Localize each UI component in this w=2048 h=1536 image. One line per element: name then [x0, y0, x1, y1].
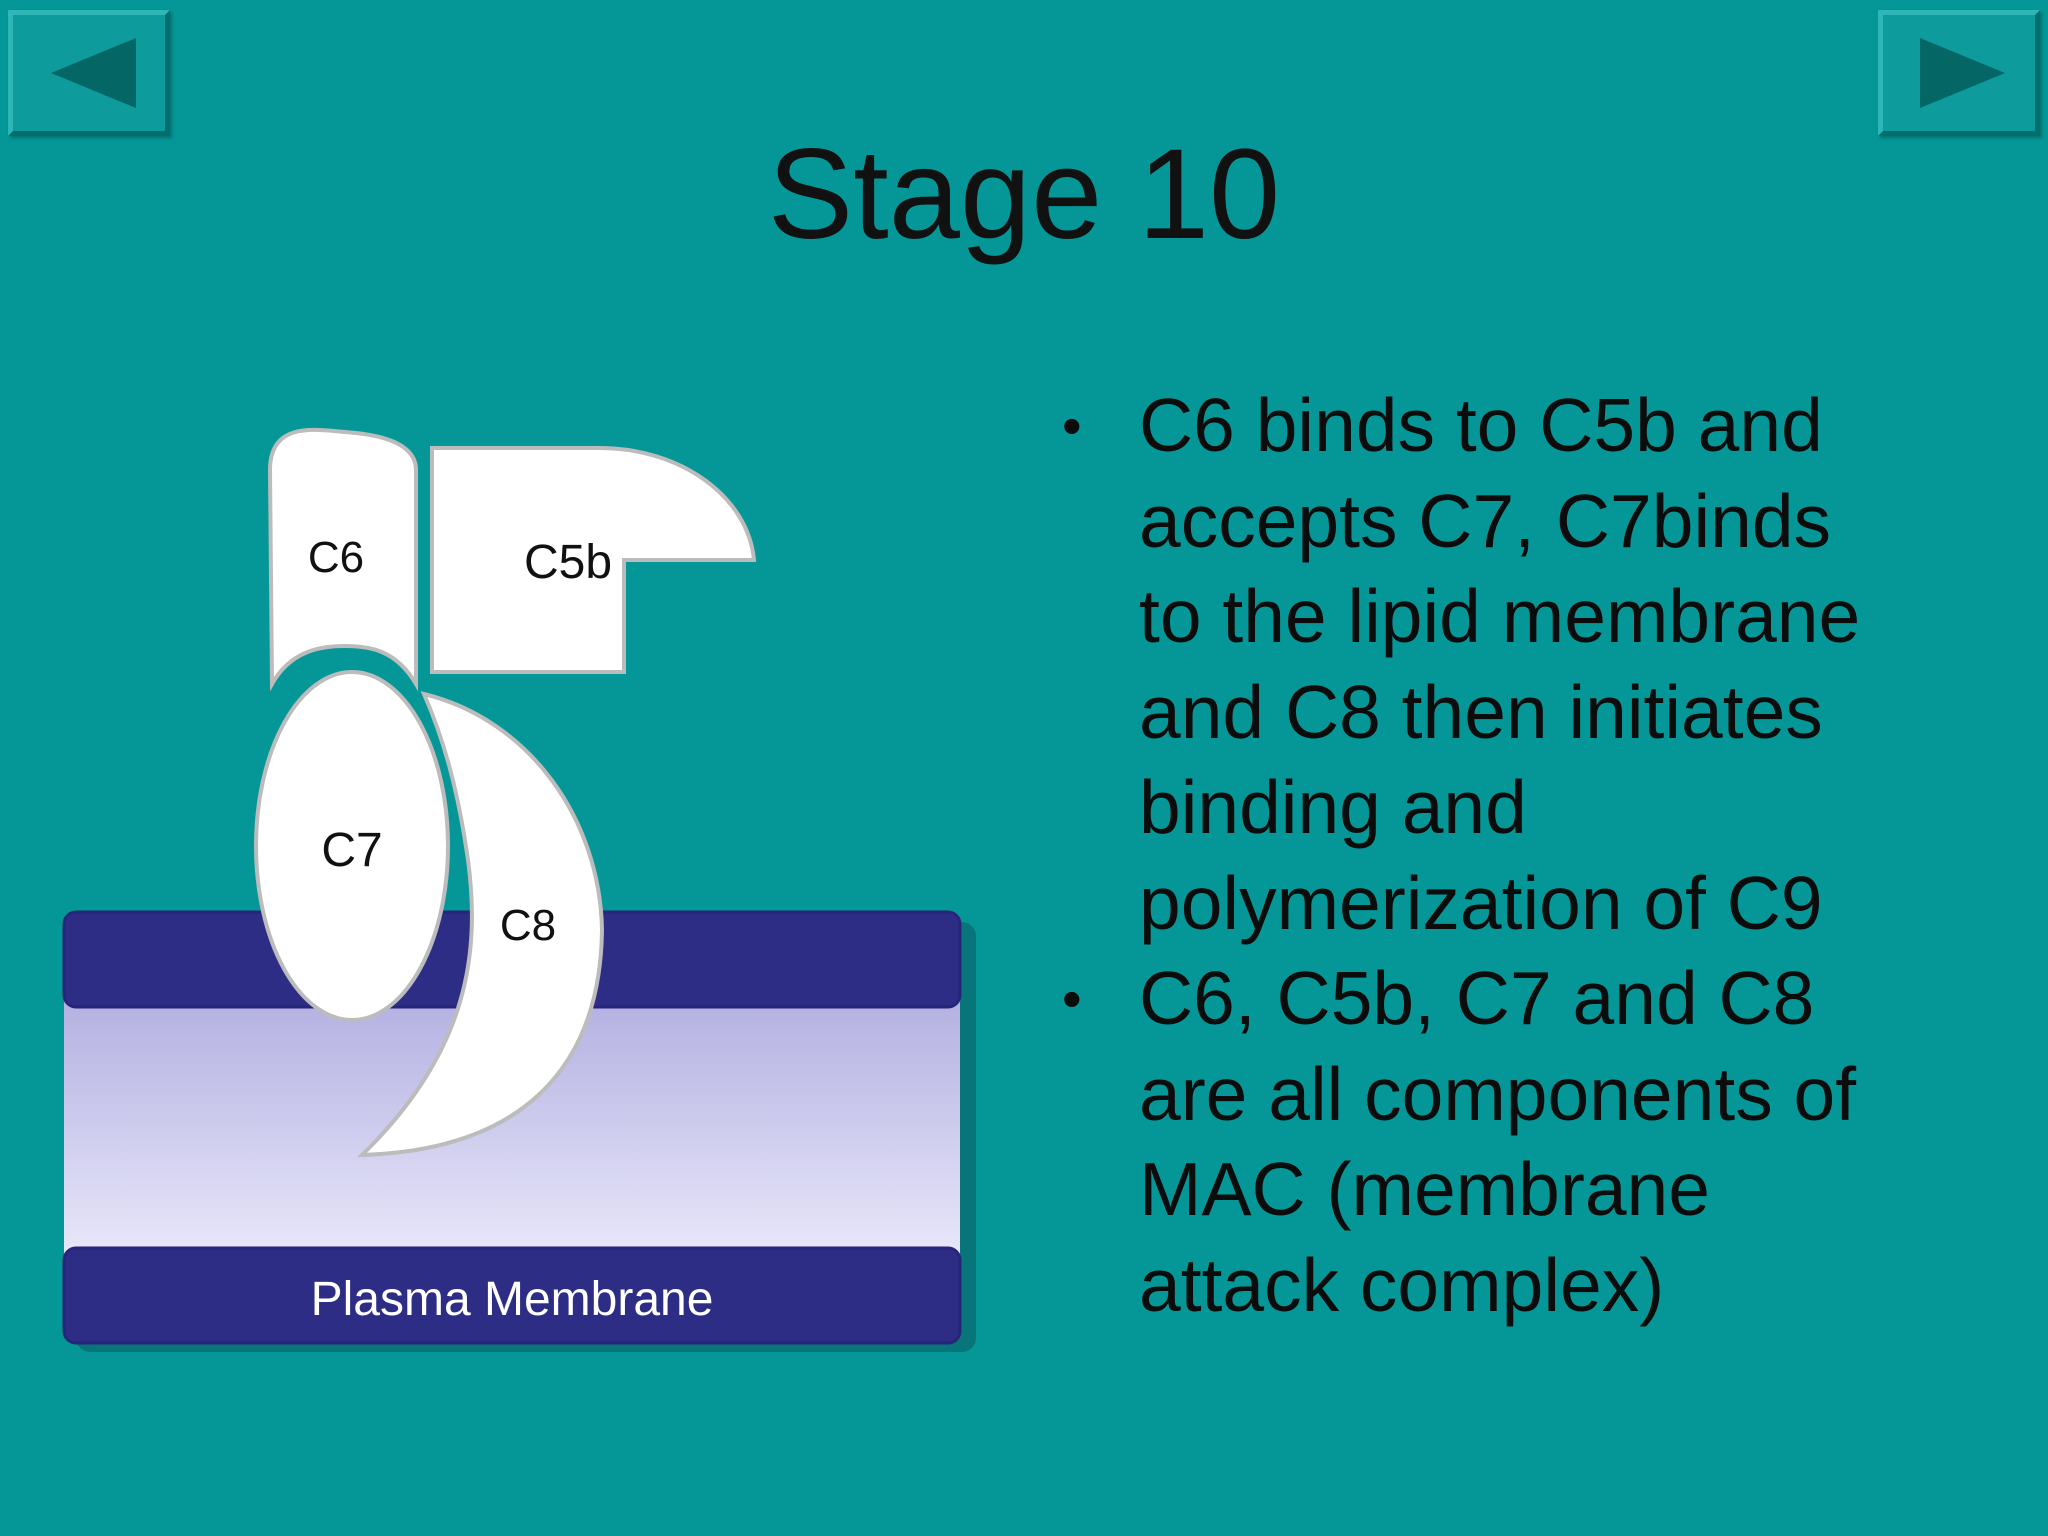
membrane-label: Plasma Membrane — [311, 1273, 714, 1326]
bullet-list: • C6 binds to C5b and accepts C7, C7bind… — [1062, 378, 2022, 1333]
triangle-left-icon — [51, 38, 136, 108]
bullet-item: • C6, C5b, C7 and C8 are all components … — [1062, 951, 2022, 1333]
c5b-protein: C5b — [430, 446, 757, 674]
bullet-item: • C6 binds to C5b and accepts C7, C7bind… — [1062, 378, 2022, 951]
c8-label: C8 — [500, 901, 556, 950]
next-slide-button[interactable] — [1878, 10, 2040, 136]
bullet-dot-icon: • — [1062, 394, 1082, 457]
bullet-line: attack complex) — [1139, 1242, 1665, 1327]
c7-label: C7 — [321, 824, 382, 877]
c8-protein: C8 — [356, 691, 605, 1158]
slide-title: Stage 10 — [767, 123, 1281, 266]
bullet-line: C6 binds to C5b and — [1139, 383, 1823, 467]
bullet-line: to the lipid membrane — [1139, 574, 1861, 658]
bullet-line: and C8 then initiates — [1139, 669, 1823, 754]
bullet-line: C6, C5b, C7 and C8 — [1139, 956, 1815, 1040]
c6-label: C6 — [308, 533, 364, 582]
c6-protein: C6 — [267, 427, 418, 692]
triangle-right-icon — [1920, 38, 2005, 108]
membrane-bottom-band — [62, 1246, 962, 1345]
bullet-line: accepts C7, C7binds — [1139, 478, 1832, 563]
bullet-line: polymerization of C9 — [1139, 860, 1823, 945]
c7-protein: C7 — [254, 670, 450, 1022]
previous-slide-button[interactable] — [8, 10, 170, 136]
c5b-label: C5b — [524, 536, 612, 589]
bullet-line: binding and — [1139, 765, 1527, 849]
bullet-line: are all components of — [1139, 1051, 1857, 1136]
bullet-line: MAC (membrane — [1139, 1147, 1710, 1231]
bullet-dot-icon: • — [1062, 967, 1082, 1030]
mac-assembly-diagram: Plasma Membrane C8 C7 C6 C5b — [62, 427, 976, 1352]
